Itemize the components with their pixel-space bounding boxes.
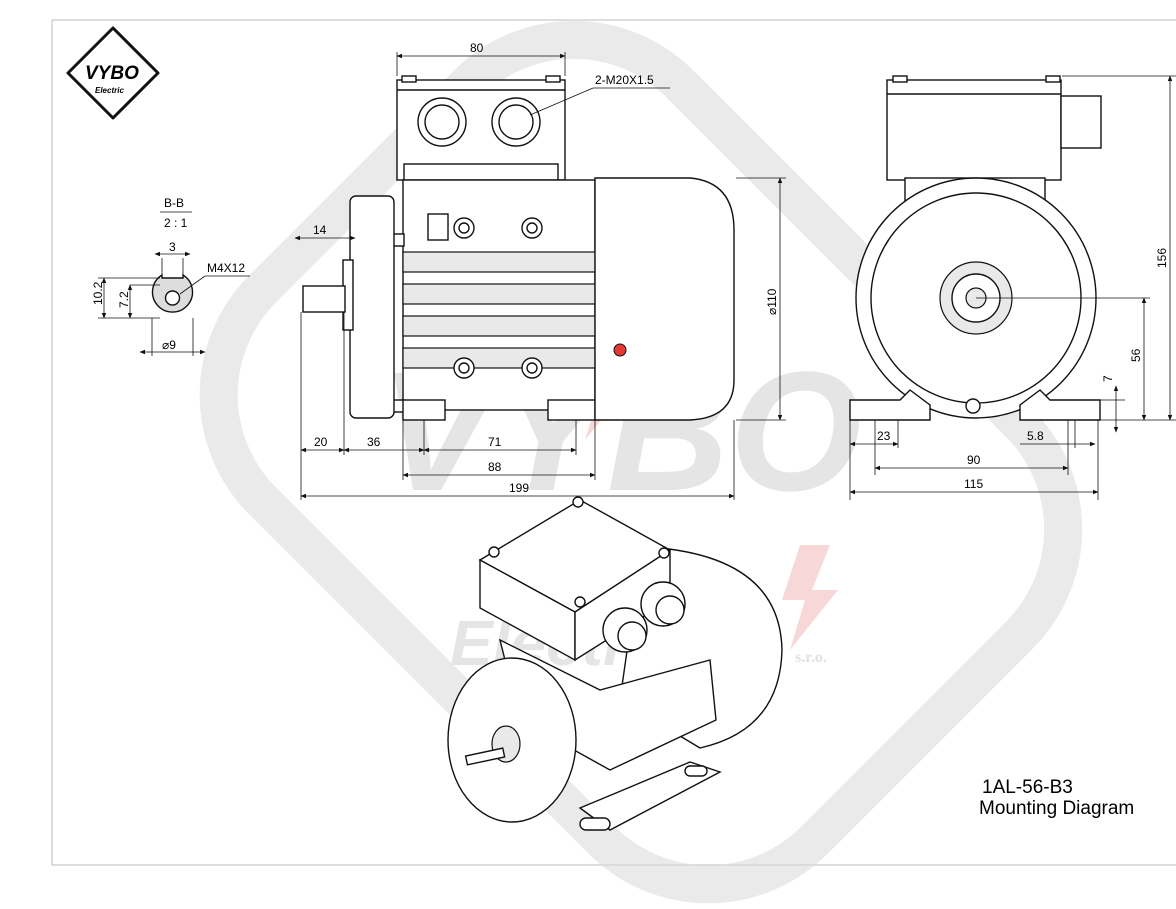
dim-199-label: 199	[509, 481, 529, 495]
dim-90-label: 90	[967, 453, 981, 467]
height-total-label: 10.2	[91, 281, 105, 305]
dim-115-label: 115	[964, 477, 983, 491]
section-b-b: B-B 2 : 1 3 10.2 7.2 M4X12 ⌀9	[91, 196, 250, 356]
height-156-label: 156	[1155, 248, 1169, 268]
logo-wordmark: VYBO	[85, 63, 139, 84]
vybo-logo: VYBO Electric	[66, 26, 160, 120]
section-scale: 2 : 1	[164, 216, 188, 230]
dim-5-8-label: 5.8	[1027, 429, 1044, 443]
caption: 1AL-56-B3 Mounting Diagram	[979, 777, 1134, 819]
watermark-suffix: s.r.o.	[795, 649, 827, 666]
lightning-icon-2	[782, 545, 838, 650]
glands-label: 2-M20X1.5	[595, 73, 654, 87]
isometric-view	[447, 496, 783, 831]
key-width-label: 3	[169, 240, 176, 254]
diagram-title: Mounting Diagram	[979, 798, 1134, 819]
side-gland	[1060, 95, 1102, 149]
thread-label: M4X12	[207, 261, 245, 275]
dim-88-label: 88	[488, 460, 502, 474]
model-number: 1AL-56-B3	[982, 777, 1073, 798]
end-view: 156 56 7 23 5.8 90 115	[849, 75, 1176, 500]
shaft-length-label: 14	[313, 223, 327, 237]
height-flat-label: 7.2	[117, 291, 131, 308]
dim-36-label: 36	[367, 435, 381, 449]
diameter-label: ⌀9	[162, 338, 176, 352]
section-label: B-B	[164, 196, 184, 210]
logo-subtitle: Electric	[95, 86, 124, 95]
box-width-label: 80	[470, 41, 484, 55]
dim-71-label: 71	[488, 435, 502, 449]
diameter-110-label: ⌀110	[765, 288, 779, 315]
dim-20-label: 20	[314, 435, 328, 449]
side-view: 80 2-M20X1.5 14 ⌀110 20 36 71 88 199	[294, 41, 786, 500]
height-56-label: 56	[1129, 348, 1143, 362]
dim-23-label: 23	[877, 429, 891, 443]
foot-thickness-label: 7	[1101, 375, 1115, 382]
